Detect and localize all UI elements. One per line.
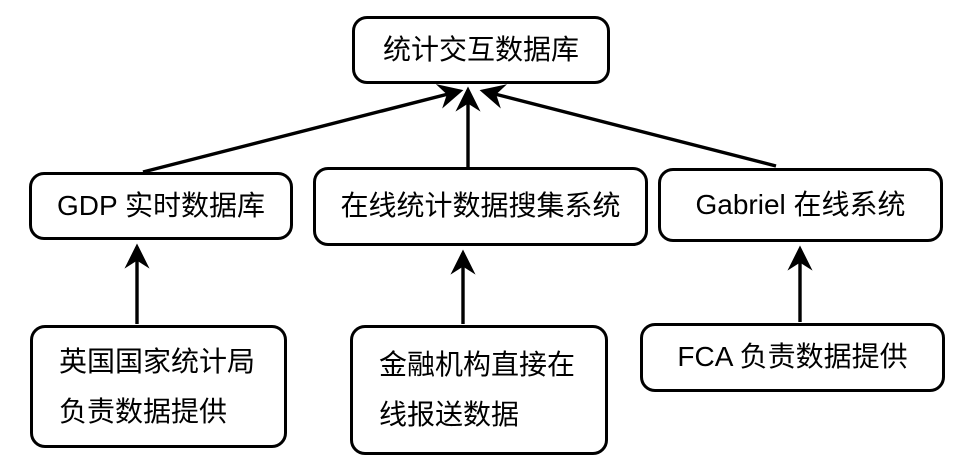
node-uk-ons-data-provider-line1: 英国国家统计局: [59, 345, 256, 377]
node-online-statistics-collection-system-label: 在线统计数据搜集系统: [340, 190, 621, 222]
node-financial-institutions-online-reporting: 金融机构直接在 线报送数据: [350, 325, 608, 455]
node-interactive-statistics-database: 统计交互数据库: [352, 16, 610, 84]
node-gdp-realtime-database-label: GDP 实时数据库: [57, 189, 265, 221]
node-interactive-statistics-database-label: 统计交互数据库: [382, 33, 579, 65]
node-online-statistics-collection-system: 在线统计数据搜集系统: [313, 167, 648, 246]
arrow-gabriel-to-database: [479, 84, 777, 168]
node-fca-data-provider: FCA 负责数据提供: [640, 323, 945, 392]
node-uk-ons-data-provider: 英国国家统计局 负责数据提供: [30, 325, 287, 448]
node-fca-data-provider-label: FCA 负责数据提供: [677, 341, 908, 373]
node-financial-institutions-online-reporting-line2: 线报送数据: [379, 399, 520, 430]
node-uk-ons-data-provider-line2: 负责数据提供: [59, 395, 228, 427]
node-financial-institutions-online-reporting-line1: 金融机构直接在: [379, 349, 576, 381]
node-gdp-realtime-database: GDP 实时数据库: [29, 172, 293, 240]
arrow-gdp-to-database: [142, 84, 464, 174]
node-gabriel-online-system: Gabriel 在线系统: [658, 168, 943, 242]
node-gabriel-online-system-label: Gabriel 在线系统: [695, 188, 906, 220]
